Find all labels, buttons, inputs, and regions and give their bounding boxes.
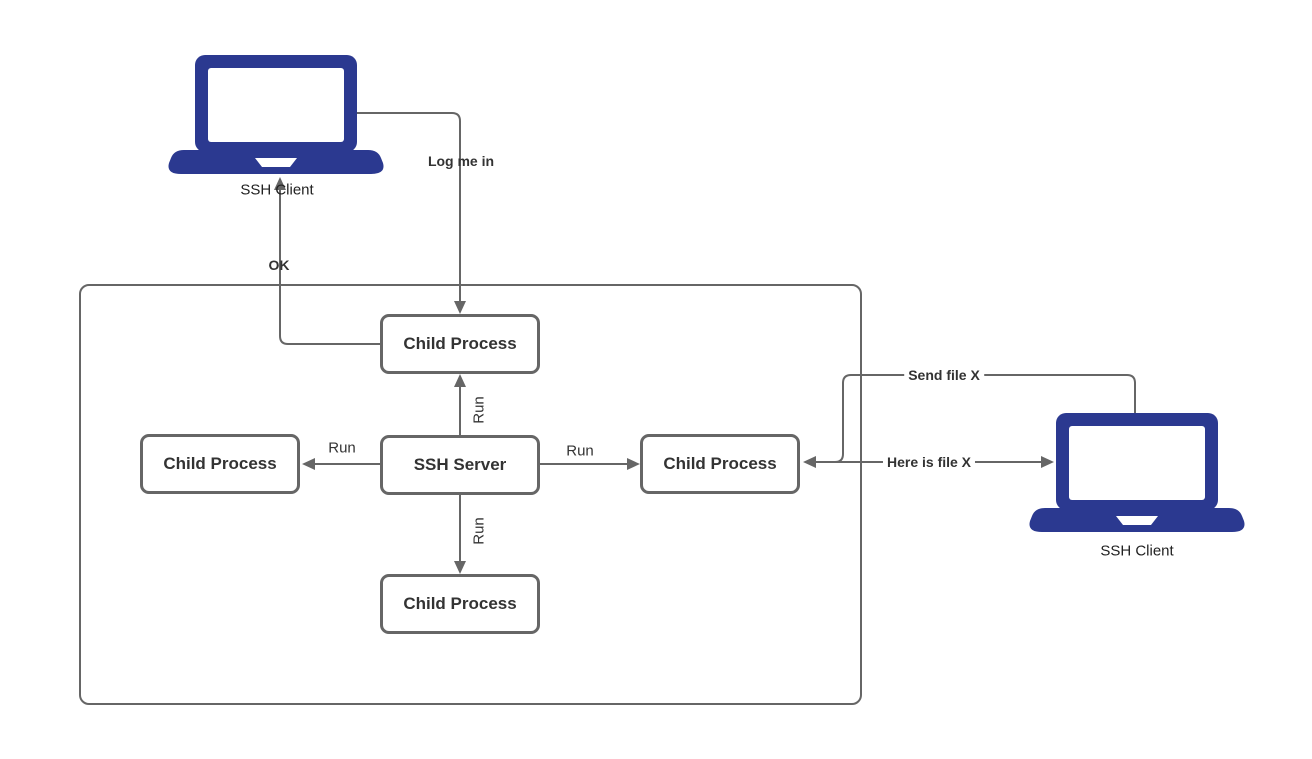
arrowhead-up-icon	[274, 177, 286, 190]
node-child-process-top: Child Process	[380, 314, 540, 374]
edge-send-file-x	[803, 374, 1136, 468]
edge-label-run-right: Run	[566, 442, 594, 460]
edge-label-here-is-file-x: Here is file X	[882, 454, 976, 470]
node-child-process-left: Child Process	[140, 434, 300, 494]
node-label-ssh-client-left: SSH Client	[240, 181, 314, 199]
node-label-ssh-client-right: SSH Client	[1100, 542, 1174, 560]
edge-run-left	[302, 458, 380, 470]
edge-run-right	[540, 458, 640, 470]
arrowhead-down-icon	[454, 301, 466, 314]
server-host-boundary	[79, 284, 862, 705]
edge-log-me-in	[357, 112, 466, 314]
edge-label-ok: OK	[268, 257, 290, 273]
node-ssh-server: SSH Server	[380, 435, 540, 495]
arrowhead-up-icon	[454, 374, 466, 387]
arrowhead-left-icon	[803, 456, 816, 468]
edge-label-send-file-x: Send file X	[904, 367, 984, 383]
edge-run-down	[454, 495, 466, 574]
arrowhead-left-icon	[302, 458, 315, 470]
edge-label-run-up: Run	[470, 396, 488, 424]
edge-label-run-left: Run	[328, 439, 356, 457]
edge-run-up	[454, 374, 466, 435]
edge-label-log-me-in: Log me in	[427, 153, 495, 169]
arrowhead-right-icon	[627, 458, 640, 470]
laptop-icon-client-right	[1029, 413, 1245, 532]
arrowhead-down-icon	[454, 561, 466, 574]
node-child-process-right: Child Process	[640, 434, 800, 494]
arrowhead-right-icon	[1041, 456, 1054, 468]
edge-label-run-down: Run	[470, 517, 488, 545]
edge-ok	[274, 177, 380, 345]
laptop-icon-client-left	[168, 55, 384, 174]
node-child-process-bottom: Child Process	[380, 574, 540, 634]
